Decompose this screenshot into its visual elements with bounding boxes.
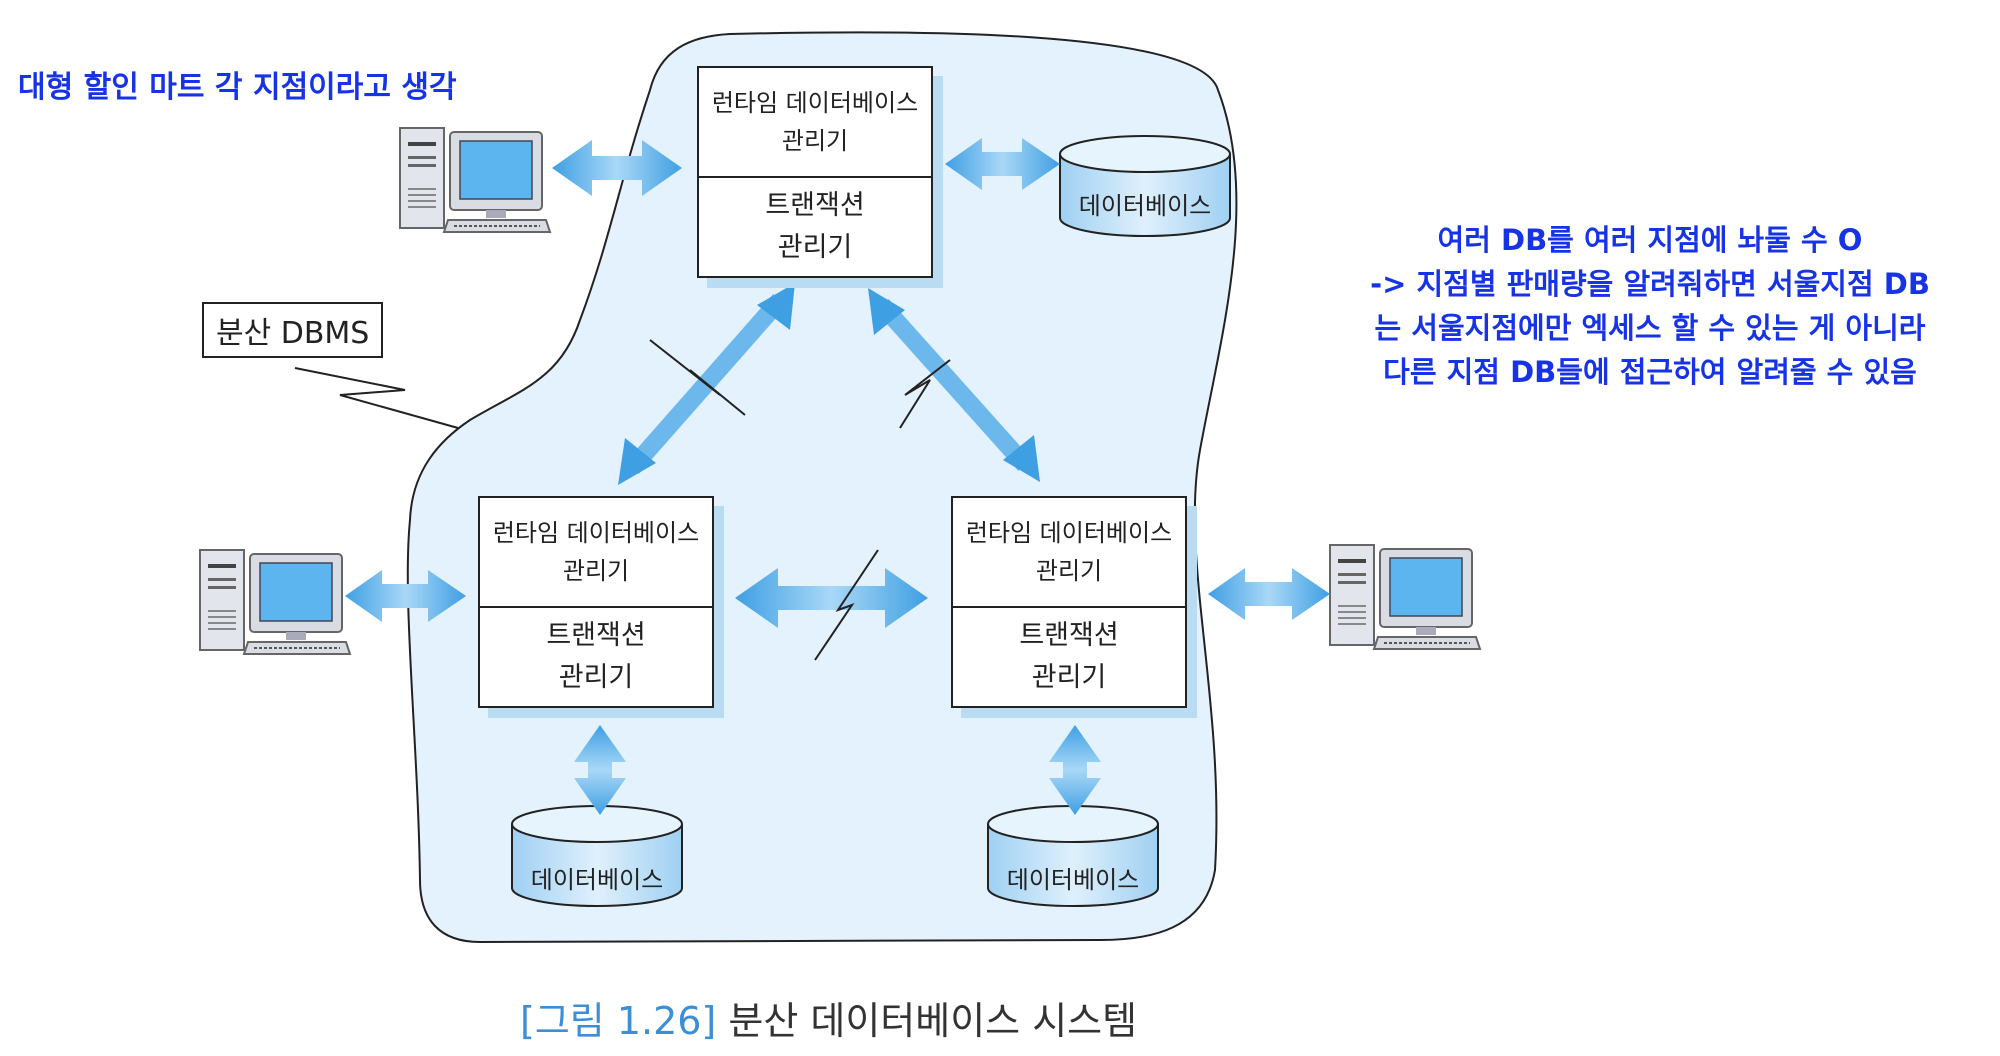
- site-node-right: 런타임 데이터베이스 관리기 트랜잭션 관리기: [951, 496, 1187, 708]
- bidirectional-arrow-icon: [345, 570, 466, 622]
- database-label: 데이터베이스: [530, 866, 664, 894]
- network-link-icon: [814, 549, 879, 661]
- runtime-db-manager: 런타임 데이터베이스 관리기: [480, 498, 712, 608]
- client-computer-icon: [399, 127, 551, 233]
- figure-caption: [그림 1.26] 분산 데이터베이스 시스템: [520, 990, 1137, 1045]
- network-link-icon: [899, 359, 951, 429]
- figure-title: 분산 데이터베이스 시스템: [728, 999, 1138, 1043]
- runtime-db-manager: 런타임 데이터베이스 관리기: [699, 68, 931, 178]
- transaction-manager: 트랜잭션 관리기: [546, 620, 646, 693]
- network-link-icon: [649, 339, 746, 416]
- annotation-line: -> 지점별 판매량을 알려줘하면 서울지점 DB: [1370, 267, 1930, 301]
- bidirectional-arrow-icon: [552, 140, 682, 196]
- annotation-line: 여러 DB를 여러 지점에 놔둘 수 O: [1437, 223, 1863, 257]
- bidirectional-arrow-icon: [1049, 725, 1101, 815]
- bidirectional-arrow-icon: [1208, 568, 1330, 620]
- runtime-db-manager: 런타임 데이터베이스 관리기: [953, 498, 1185, 608]
- site-node-left: 런타임 데이터베이스 관리기 트랜잭션 관리기: [478, 496, 714, 708]
- database-label: 데이터베이스: [1078, 192, 1212, 220]
- annotation-left: 대형 할인 마트 각 지점이라고 생각: [18, 70, 457, 105]
- bidirectional-arrow-icon: [735, 568, 928, 628]
- annotation-line: 다른 지점 DB들에 접근하여 알려줄 수 있음: [1383, 355, 1917, 389]
- annotation-line: 는 서울지점에만 엑세스 할 수 있는 게 아니라: [1374, 311, 1926, 345]
- bidirectional-arrow-icon: [868, 288, 1040, 482]
- client-computer-icon: [1329, 544, 1481, 650]
- distributed-dbms-label: 분산 DBMS: [202, 302, 384, 358]
- database-label: 데이터베이스: [1006, 866, 1140, 894]
- transaction-manager: 트랜잭션 관리기: [1019, 620, 1119, 693]
- client-computer-icon: [199, 549, 351, 655]
- figure-number: [그림 1.26]: [520, 999, 717, 1043]
- bidirectional-arrow-icon: [945, 138, 1060, 190]
- site-node-top: 런타임 데이터베이스 관리기 트랜잭션 관리기: [697, 66, 933, 278]
- dbms-label-pointer: [294, 367, 459, 429]
- distributed-system-region: [406, 31, 1238, 944]
- bidirectional-arrow-icon: [574, 725, 626, 815]
- annotation-right: 여러 DB를 여러 지점에 놔둘 수 O -> 지점별 판매량을 알려줘하면 서…: [1300, 218, 2000, 394]
- transaction-manager: 트랜잭션 관리기: [765, 190, 865, 263]
